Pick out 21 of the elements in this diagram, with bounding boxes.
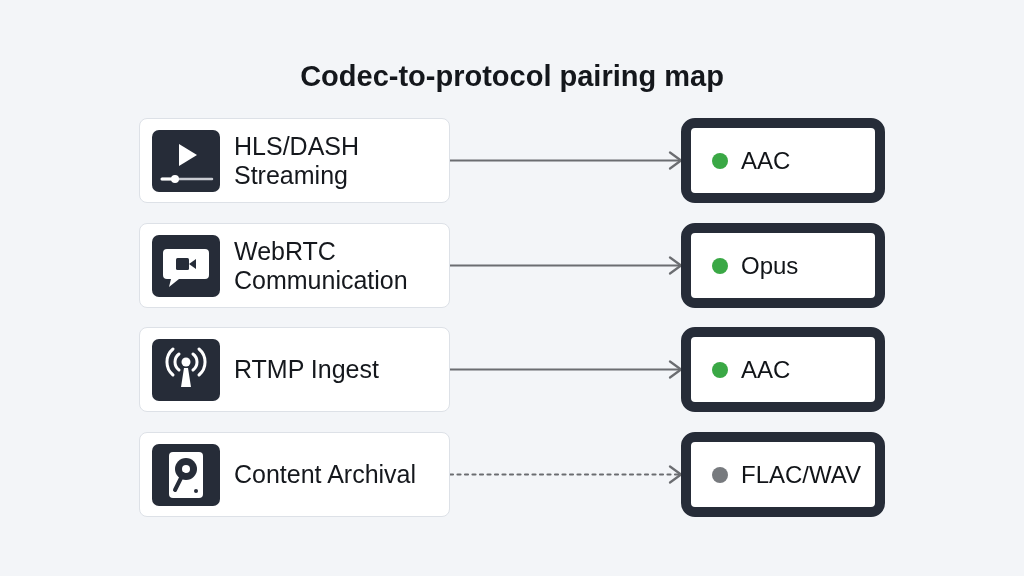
codec-name: AAC [741, 355, 791, 384]
codec-name: Opus [741, 251, 799, 280]
protocol-name: RTMP Ingest [234, 355, 380, 384]
dotted-arrow [448, 465, 683, 484]
arrow [450, 360, 683, 379]
protocol-name: Content Archival [234, 460, 418, 489]
protocol-card [139, 327, 450, 412]
codec-name: FLAC/WAV [741, 460, 861, 489]
arrow [450, 256, 683, 275]
protocol-name: HLS/DASH Streaming [234, 131, 361, 190]
protocol-card [139, 118, 450, 203]
codec-box [681, 118, 885, 203]
arrow [450, 151, 683, 170]
diagram-title: Codec-to-protocol pairing map [300, 59, 724, 94]
codec-name: AAC [741, 146, 791, 175]
protocol-card [139, 432, 450, 517]
codec-box [681, 432, 885, 517]
codec-box [681, 327, 885, 412]
protocol-name: WebRTC Communication [234, 236, 409, 295]
codec-box [681, 223, 885, 308]
protocol-card [139, 223, 450, 308]
